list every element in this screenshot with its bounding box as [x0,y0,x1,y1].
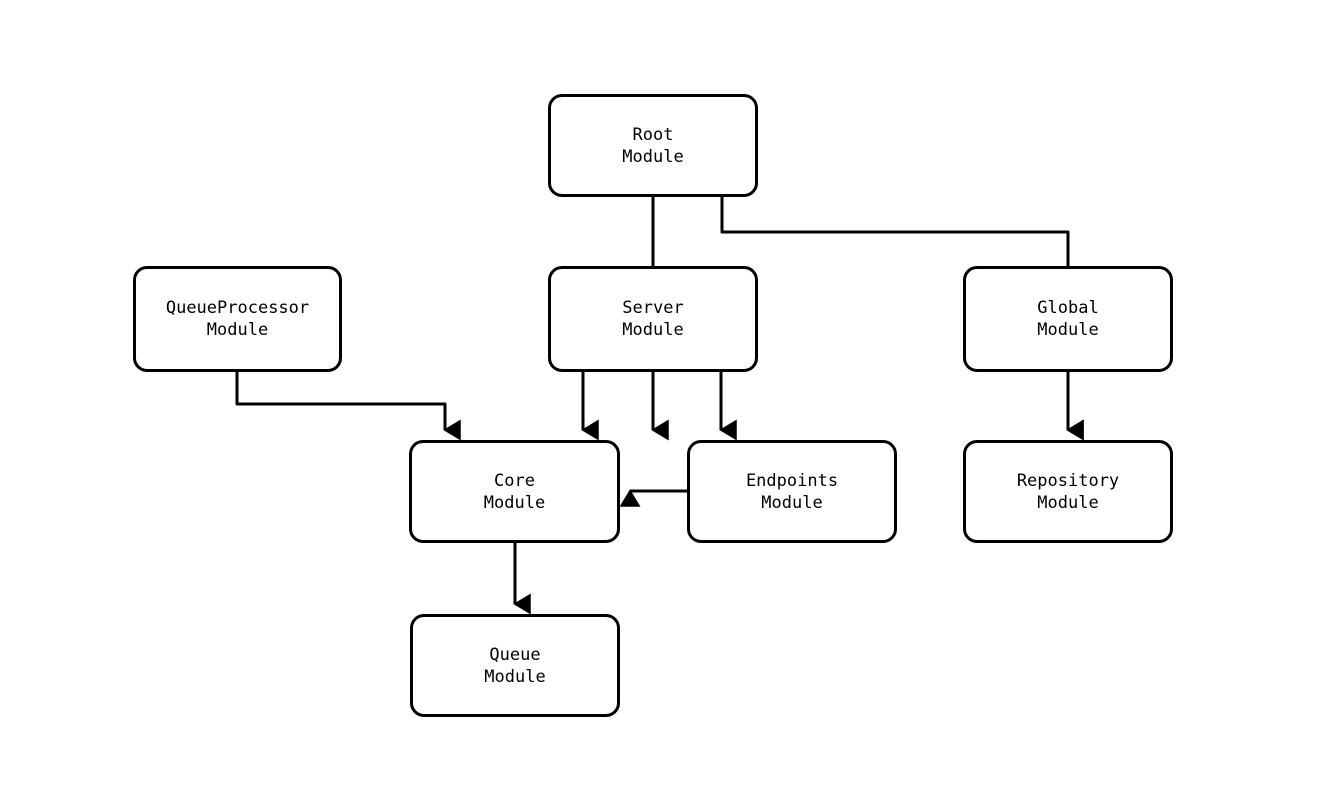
node-label-primary: Core [494,470,535,491]
node-label-secondary: Module [761,492,823,513]
node-label-primary: Global [1037,298,1099,318]
edge-queueprocessor-to-core [235,372,461,441]
node-label-primary: Queue [489,644,541,665]
edges-group [235,197,1084,615]
node-label-primary: Root [632,124,674,145]
node-label-primary: Endpoints [745,470,839,491]
node-label-secondary: Module [484,666,546,687]
node-label-primary: QueueProcessor [165,298,310,318]
node-label-primary: Server [622,298,684,318]
node-label-secondary: Module [206,320,269,340]
node-label-secondary: Module [1037,492,1099,513]
node-label-secondary: Module [1037,320,1099,340]
node-label-secondary: Module [483,492,546,513]
node-label-primary: Repository [1016,470,1120,491]
node-label-secondary: Module [622,320,684,340]
node-label-secondary: Module [622,146,684,167]
